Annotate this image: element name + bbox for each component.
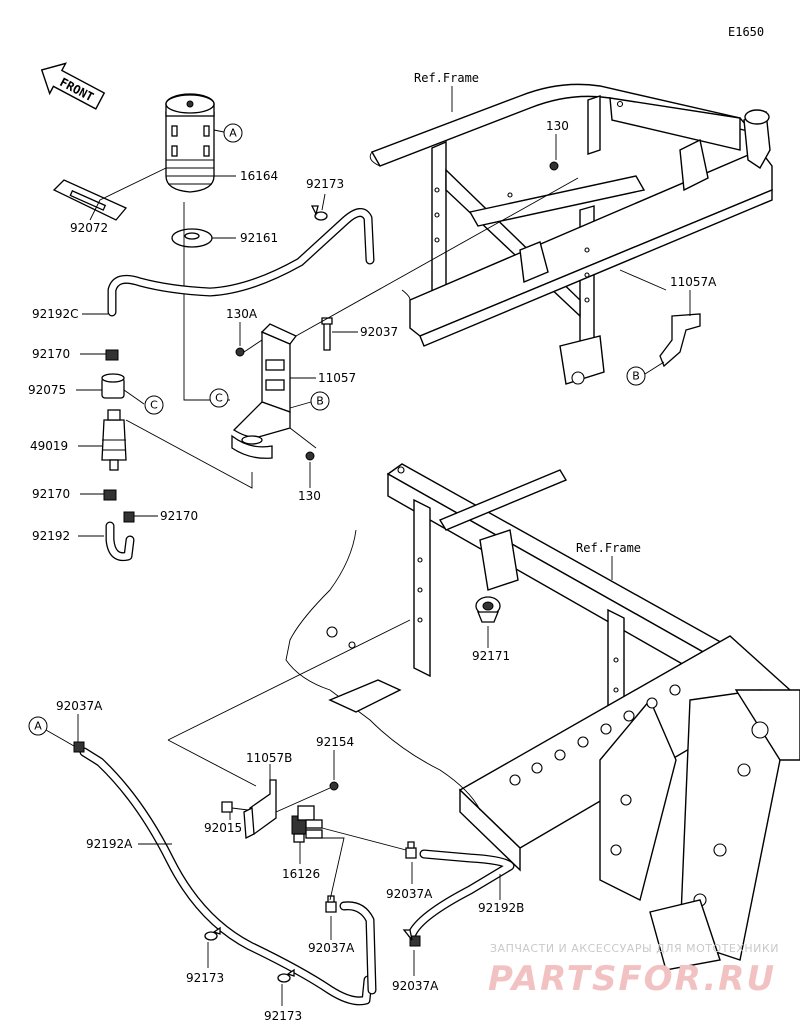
clamp-92173-low2	[277, 968, 295, 983]
label-130-top: 130	[546, 119, 569, 133]
label-92154: 92154	[316, 735, 354, 749]
clamp-92037A-mid	[405, 841, 417, 859]
label-92161: 92161	[240, 231, 278, 245]
bracket-11057B	[243, 779, 277, 840]
callout-c-filter: C	[144, 395, 164, 415]
label-92072: 92072	[70, 221, 108, 235]
upper-frame	[369, 83, 773, 385]
label-92173-low2: 92173	[264, 1009, 302, 1023]
label-92037A-bottom: 92037A	[392, 979, 439, 993]
label-92037: 92037	[360, 325, 398, 339]
svg-text:A: A	[34, 720, 42, 733]
label-92015: 92015	[204, 821, 242, 835]
hose-92192A	[79, 747, 373, 1006]
bracket-11057	[231, 323, 298, 459]
label-92192: 92192	[32, 529, 70, 543]
watermark-logo: PARTSFOR.RU	[488, 959, 776, 999]
label-92192B: 92192B	[478, 901, 524, 915]
clamp-92173-top	[310, 205, 328, 221]
washer-92161	[171, 228, 213, 248]
label-16164: 16164	[240, 169, 278, 183]
label-92173-low1: 92173	[186, 971, 224, 985]
ref-frame-label-top: Ref.Frame	[414, 71, 479, 85]
label-92170-b: 92170	[32, 487, 70, 501]
label-11057A: 11057A	[670, 275, 717, 289]
svg-text:B: B	[632, 370, 640, 383]
clamp-92170-c	[123, 511, 135, 523]
clamp-92037A-low	[325, 895, 337, 913]
callout-c-bracket: C	[209, 388, 229, 408]
callout-b-11057A: B	[626, 366, 646, 386]
callout-b-bracket: B	[310, 391, 330, 411]
watermark-subtitle: ЗАПЧАСТИ И АКСЕССУАРЫ ДЛЯ МОТОТЕХНИКИ	[490, 942, 779, 955]
valve-16126	[291, 805, 323, 843]
callout-a-hose: A	[28, 716, 48, 736]
fuel-filter-49019	[101, 409, 127, 471]
clamp-92173-low1	[204, 926, 221, 941]
ref-frame-label-bottom: Ref.Frame	[576, 541, 641, 555]
label-92170-a: 92170	[32, 347, 70, 361]
bracket-11057A	[659, 313, 701, 368]
label-130A: 130A	[226, 307, 258, 321]
label-92170-c: 92170	[160, 509, 198, 523]
bolt-92154	[329, 781, 339, 791]
clamp-92037A-bottom	[402, 929, 421, 947]
label-92075: 92075	[28, 383, 66, 397]
label-92192A: 92192A	[86, 837, 133, 851]
callout-a-canister: A	[223, 123, 243, 143]
label-16126: 16126	[282, 867, 320, 881]
label-92192C: 92192C	[32, 307, 79, 321]
label-92171: 92171	[472, 649, 510, 663]
label-92173-top: 92173	[306, 177, 344, 191]
svg-text:C: C	[150, 399, 158, 412]
bolt-130-mid	[305, 451, 315, 461]
svg-text:C: C	[215, 392, 223, 405]
strap-92072	[52, 179, 128, 221]
hose-92192C	[107, 208, 375, 317]
bolt-130A	[235, 347, 245, 357]
clamp-92170-b	[103, 489, 117, 501]
bolt-92037	[321, 317, 333, 351]
label-11057B: 11057B	[246, 751, 292, 765]
front-arrow-icon: FRONT	[40, 62, 106, 110]
joint-92075	[101, 373, 125, 399]
label-11057: 11057	[318, 371, 356, 385]
clamp-92170-a	[105, 349, 119, 361]
hose-92192B	[407, 849, 515, 939]
hose-valve-lower	[339, 901, 377, 995]
label-92037A-top: 92037A	[56, 699, 103, 713]
label-92037A-mid: 92037A	[386, 887, 433, 901]
clip-92015	[221, 801, 233, 813]
lower-frame	[285, 463, 800, 971]
grommet-92171	[475, 596, 501, 623]
canister-16164	[165, 93, 215, 193]
bolt-130-top	[549, 161, 559, 171]
diagram-code: E1650	[728, 25, 764, 39]
label-130-mid: 130	[298, 489, 321, 503]
label-92037A-low: 92037A	[308, 941, 355, 955]
hose-92192	[105, 521, 135, 562]
svg-text:B: B	[316, 395, 324, 408]
clamp-92037A-top	[73, 741, 85, 753]
svg-text:A: A	[229, 127, 237, 140]
label-49019: 49019	[30, 439, 68, 453]
